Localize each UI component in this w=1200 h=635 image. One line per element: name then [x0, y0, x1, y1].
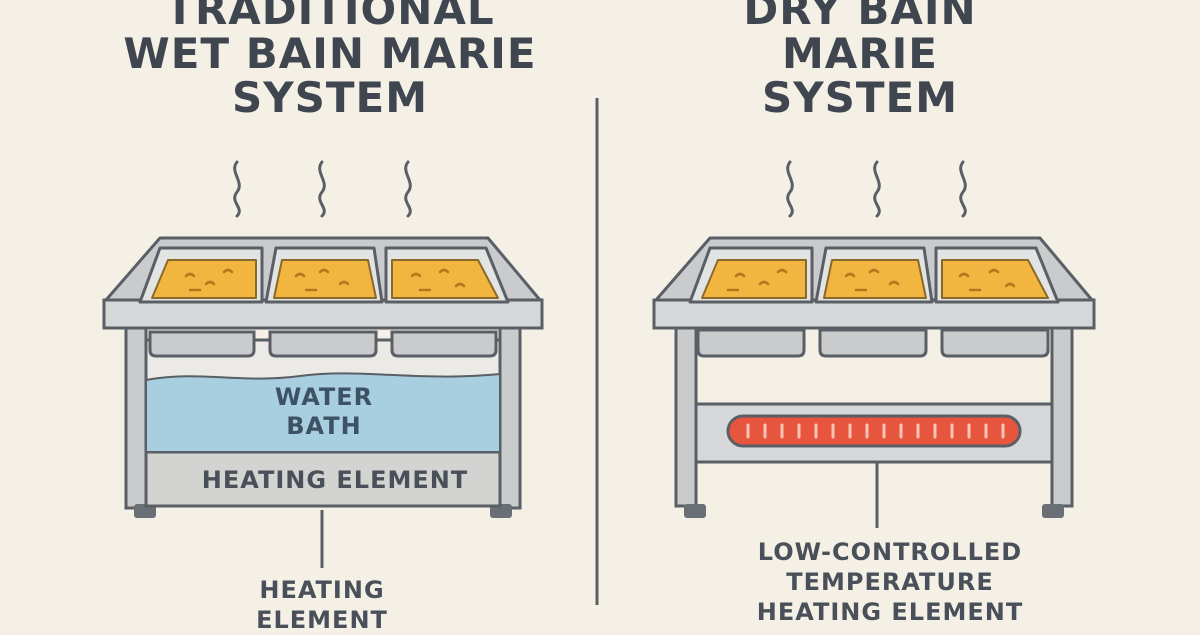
caption-line: HEATING ELEMENT — [756, 598, 1024, 626]
heating-element-inner-label: HEATING ELEMENT — [201, 466, 469, 494]
food-pan — [688, 246, 814, 304]
caption-line: ELEMENT — [256, 606, 388, 634]
caption-line: LOW-CONTROLLED — [757, 538, 1023, 566]
label-line: BATH — [286, 412, 362, 440]
steam-wave-icon — [786, 160, 967, 218]
wet-bain-marie-illustration — [102, 160, 544, 568]
water-bath-label: WATER BATH — [224, 383, 424, 441]
water-bath — [145, 372, 501, 453]
label-line: WATER — [274, 383, 374, 411]
wet-system-title: TRADITIONAL WET BAIN MARIE SYSTEM — [120, 0, 540, 120]
dry-heating-element-caption: LOW-CONTROLLED TEMPERATURE HEATING ELEME… — [700, 537, 1080, 627]
title-line: DRY BAIN — [743, 0, 977, 34]
title-line: SYSTEM — [231, 73, 429, 122]
steam-wave-icon — [233, 160, 412, 218]
title-line: WET BAIN MARIE — [123, 29, 537, 78]
dry-bain-marie-illustration — [652, 160, 1096, 528]
heating-element-bar — [726, 414, 1022, 448]
food-pan — [814, 246, 934, 304]
food-pan — [384, 246, 510, 304]
wet-heating-element-caption: HEATING ELEMENT — [222, 575, 422, 635]
food-pan — [934, 246, 1060, 304]
title-line: TRADITIONAL — [165, 0, 495, 34]
caption-line: HEATING — [259, 576, 385, 604]
food-pan — [264, 246, 384, 304]
title-line: SYSTEM — [761, 73, 959, 122]
food-pan — [138, 246, 264, 304]
heating-element-band — [144, 450, 502, 508]
caption-line: TEMPERATURE — [786, 568, 994, 596]
dry-system-title: DRY BAIN MARIE SYSTEM — [660, 0, 1060, 120]
title-line: MARIE — [782, 29, 938, 78]
